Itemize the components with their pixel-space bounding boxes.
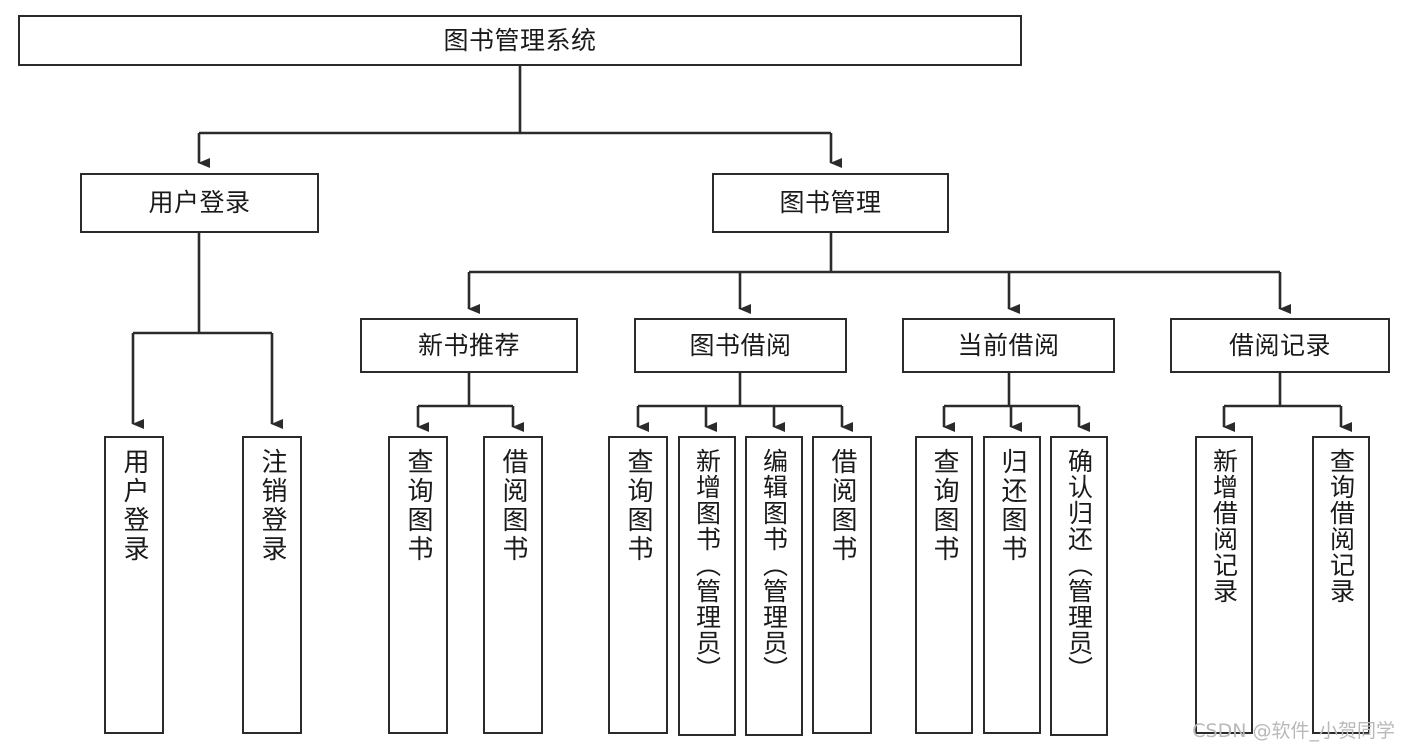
node-leaf-return-book[interactable]: 归还图书	[983, 436, 1041, 734]
node-label: 图书管理	[779, 188, 882, 218]
node-leaf-confirm-return[interactable]: 确认归还（管理员）	[1050, 436, 1108, 736]
node-label: 图书管理系统	[443, 25, 597, 55]
node-root-system[interactable]: 图书管理系统	[18, 15, 1022, 66]
node-label: 查询图书	[929, 448, 960, 564]
node-label: 编辑图书（管理员）	[759, 448, 789, 682]
node-label: 借阅图书	[827, 448, 858, 564]
node-leaf-borrow-book-2[interactable]: 借阅图书	[812, 436, 872, 734]
node-label: 借阅记录	[1228, 330, 1331, 360]
node-leaf-add-record[interactable]: 新增借阅记录	[1195, 436, 1253, 734]
node-leaf-add-book[interactable]: 新增图书（管理员）	[678, 436, 736, 736]
node-label: 新增借阅记录	[1209, 448, 1239, 604]
node-label: 查询借阅记录	[1326, 448, 1356, 604]
node-label: 新书推荐	[417, 330, 520, 360]
node-label: 确认归还（管理员）	[1064, 448, 1094, 682]
node-leaf-user-login[interactable]: 用户登录	[104, 436, 164, 734]
node-book-borrow[interactable]: 图书借阅	[634, 318, 847, 373]
node-label: 用户登录	[148, 188, 251, 218]
node-user-login[interactable]: 用户登录	[80, 173, 319, 233]
node-label: 注销登录	[257, 448, 288, 564]
node-current-borrow[interactable]: 当前借阅	[902, 318, 1115, 373]
node-leaf-edit-book[interactable]: 编辑图书（管理员）	[745, 436, 803, 736]
node-leaf-logout[interactable]: 注销登录	[242, 436, 302, 734]
node-leaf-borrow-book-1[interactable]: 借阅图书	[483, 436, 543, 734]
node-label: 借阅图书	[498, 448, 529, 564]
node-label: 图书借阅	[689, 330, 792, 360]
csdn-watermark: CSDN @软件_小贺同学	[1192, 720, 1395, 742]
node-label: 新增图书（管理员）	[692, 448, 722, 682]
node-new-book-recommend[interactable]: 新书推荐	[360, 318, 578, 373]
node-label: 查询图书	[403, 448, 434, 564]
node-label: 归还图书	[997, 448, 1028, 564]
node-leaf-query-book-3[interactable]: 查询图书	[915, 436, 973, 734]
node-leaf-query-book-1[interactable]: 查询图书	[388, 436, 448, 734]
node-leaf-query-record[interactable]: 查询借阅记录	[1312, 436, 1370, 734]
node-borrow-record[interactable]: 借阅记录	[1170, 318, 1390, 373]
node-label: 查询图书	[623, 448, 654, 564]
node-book-management[interactable]: 图书管理	[712, 173, 949, 233]
node-leaf-query-book-2[interactable]: 查询图书	[608, 436, 668, 734]
node-label: 当前借阅	[957, 330, 1060, 360]
node-label: 用户登录	[119, 448, 150, 564]
